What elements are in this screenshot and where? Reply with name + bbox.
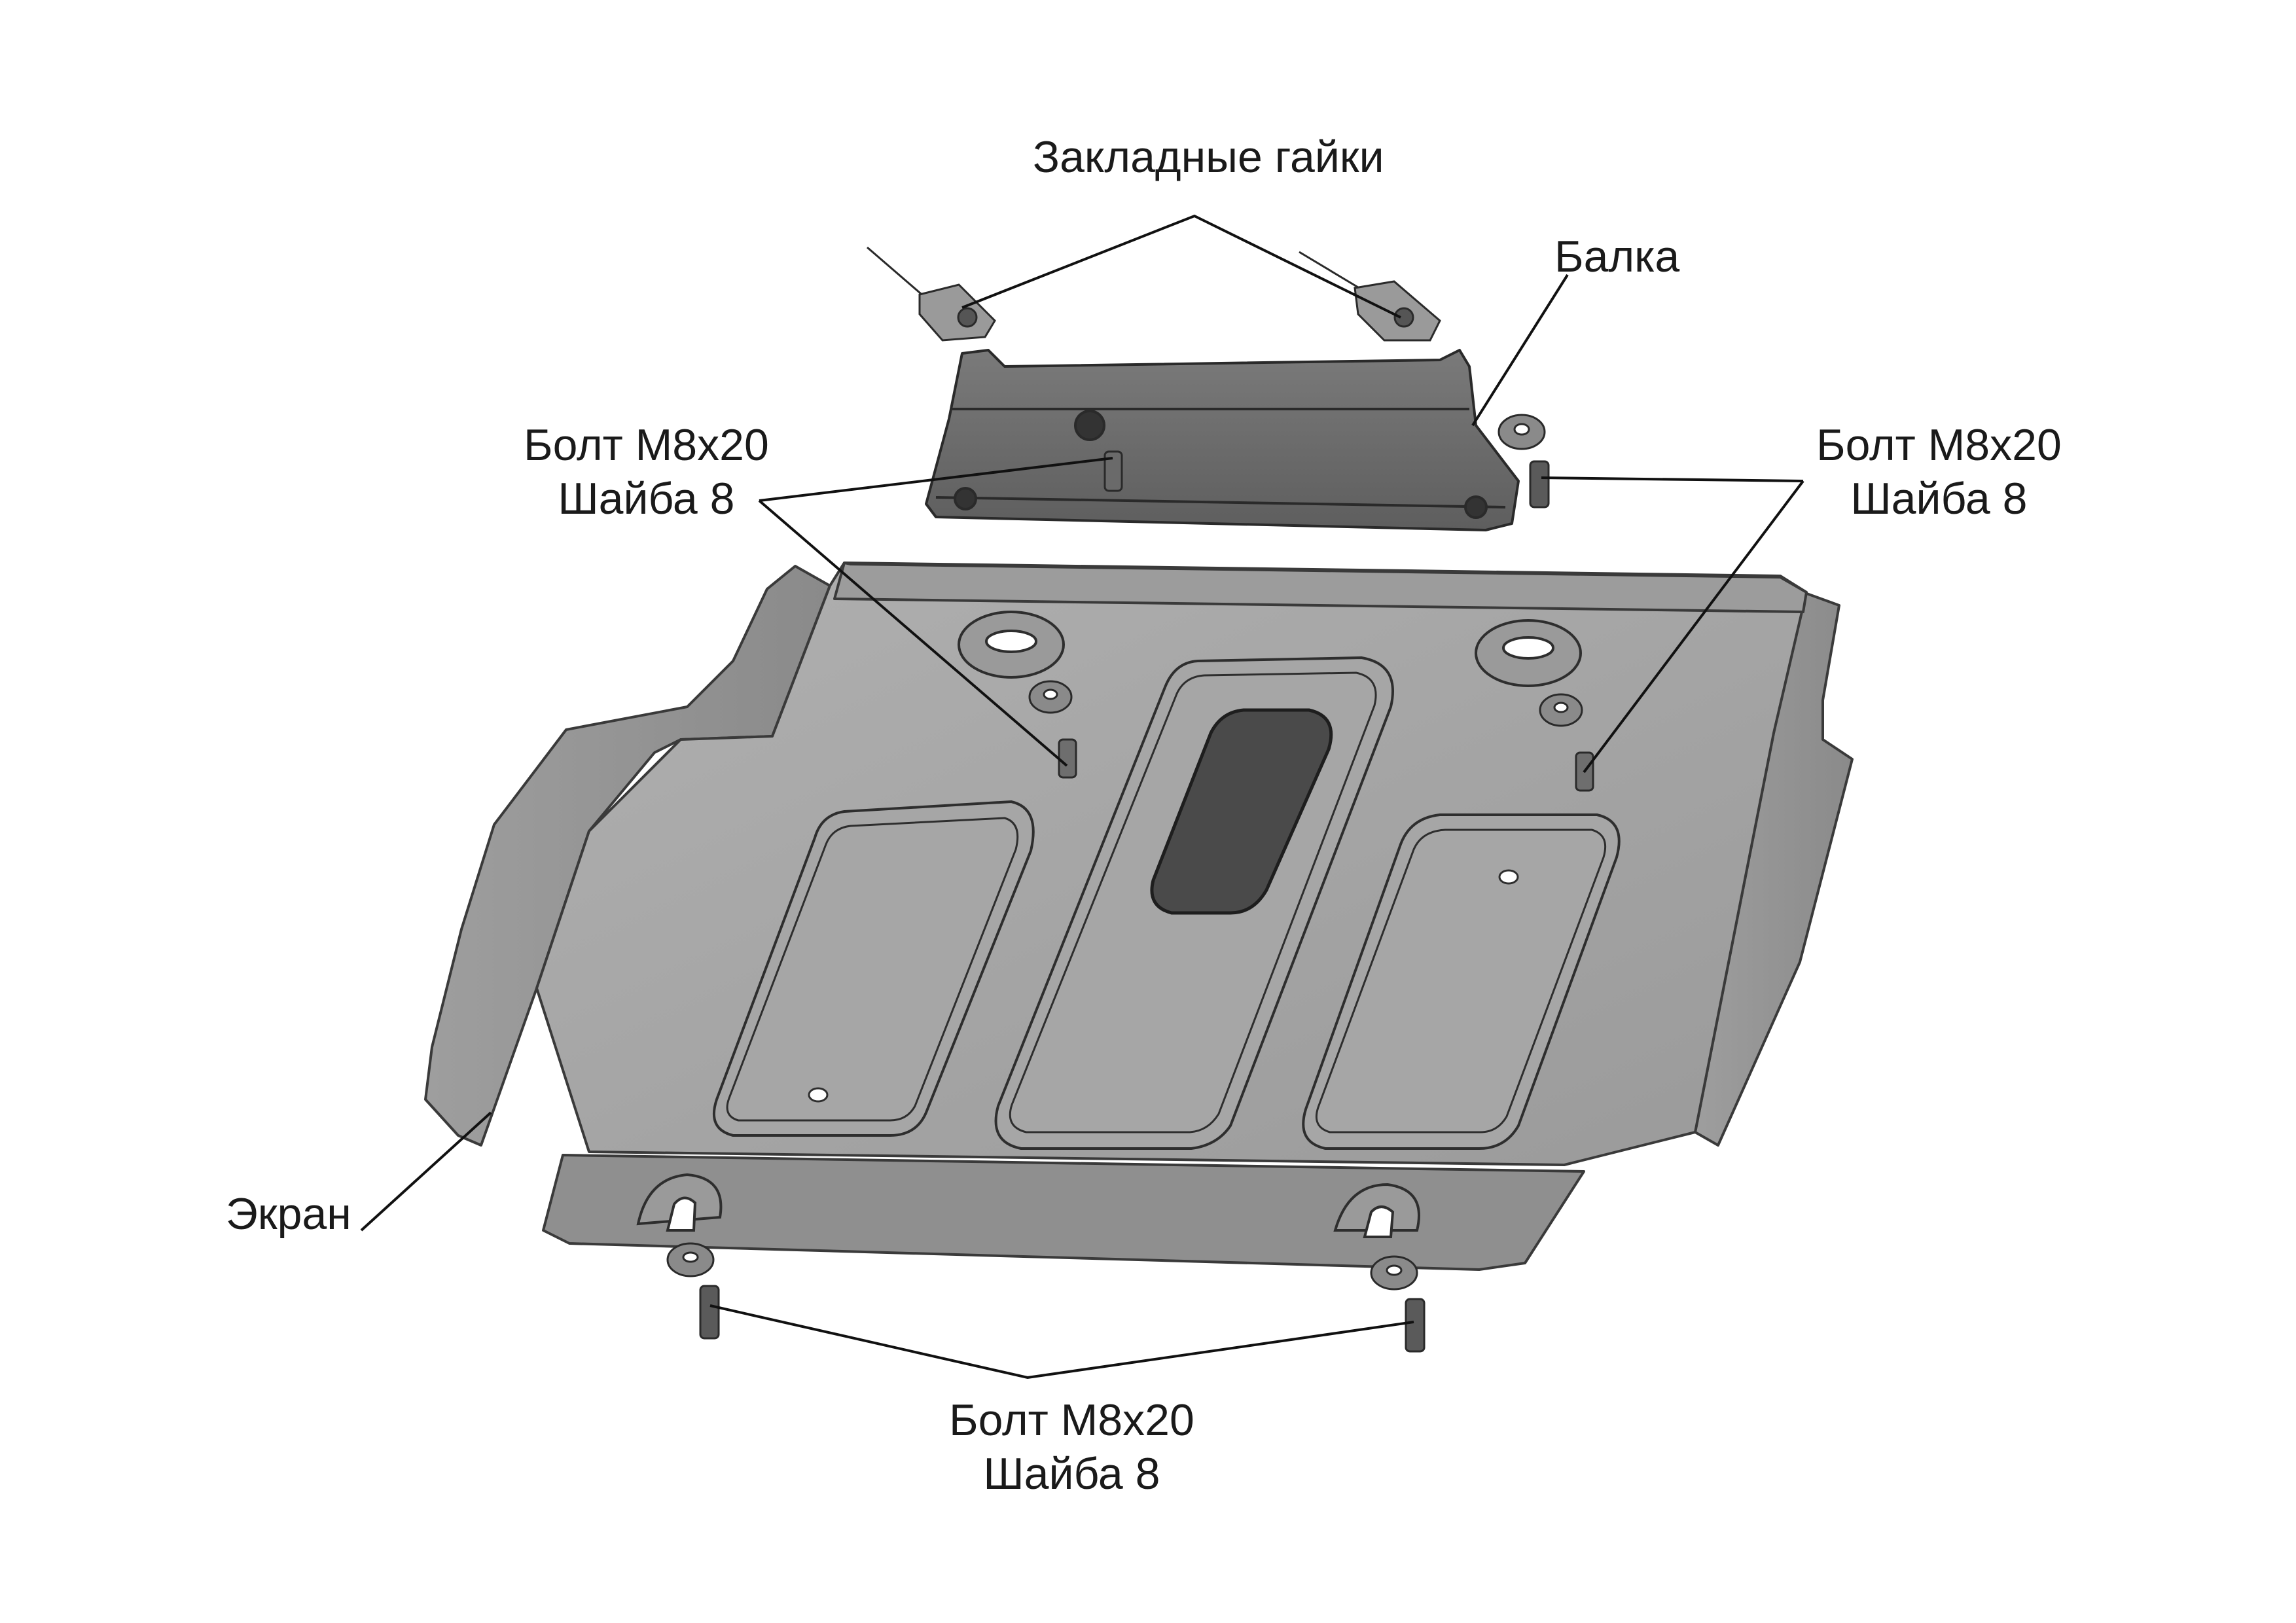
window-left-inner (726, 817, 1019, 1122)
leader-bolt-right-b (1583, 480, 1804, 774)
beam-hole-2 (954, 487, 977, 510)
nut-wire-right (1299, 251, 1365, 293)
label-bolt-right-line2: Шайба 8 (1850, 473, 2028, 524)
label-bolt-bottom: Болт М8х20 Шайба 8 (949, 1394, 1194, 1501)
beam-bottom-edge (935, 496, 1506, 508)
slot-left (985, 630, 1037, 653)
label-bolt-left-line2: Шайба 8 (558, 473, 735, 524)
beam-body (925, 349, 1520, 531)
label-bolt-left-line1: Болт М8х20 (524, 420, 769, 470)
beam (925, 349, 1520, 531)
fasteners (666, 414, 1594, 1353)
leader-bolt-bottom (709, 1304, 1414, 1380)
washer-right-top-hole (1513, 423, 1530, 436)
bolt-beam (1103, 450, 1123, 492)
nut-left-thread (957, 307, 978, 328)
plate-small-holes (808, 869, 1519, 1103)
leader-screen (360, 1111, 492, 1232)
slot-bottom-left-cut (666, 1196, 697, 1232)
slot-bottom-right-cut (1363, 1205, 1395, 1238)
leader-beam (1471, 274, 1569, 427)
leader-bolt-right-a (1541, 476, 1804, 482)
beam-hole-3 (1464, 495, 1488, 519)
label-bolt-left: Болт М8х20 Шайба 8 (524, 419, 769, 526)
nut-plate-left (918, 283, 996, 342)
bolt-bottom-left (699, 1285, 720, 1340)
embedded-nuts (867, 246, 1441, 342)
window-right-inner (1315, 829, 1607, 1133)
plate-windows (713, 656, 1621, 1150)
label-bolt-bottom-line1: Болт М8х20 (949, 1395, 1194, 1445)
label-beam: Балка (1554, 232, 1680, 281)
bolt-right-top (1529, 460, 1550, 508)
washer-plate-left-hole (1043, 688, 1058, 700)
slot-right (1502, 636, 1554, 660)
leader-lines (360, 214, 1804, 1380)
beam-hole-1 (1074, 410, 1105, 441)
washer-bottom-right-hole (1386, 1264, 1403, 1276)
leader-bolt-left-b (758, 499, 1068, 767)
hole-right (1498, 869, 1519, 885)
bolt-bottom-right (1405, 1298, 1426, 1353)
nut-right-thread (1393, 307, 1414, 328)
nut-wire-left (867, 246, 930, 302)
plate-bottom-flange (542, 1154, 1585, 1271)
washer-bottom-left-hole (682, 1251, 699, 1263)
leader-nuts (961, 214, 1401, 319)
window-right (1302, 813, 1621, 1150)
label-bolt-right-line1: Болт М8х20 (1816, 420, 2062, 470)
label-embedded-nuts: Закладные гайки (1033, 132, 1384, 182)
access-hole (1150, 708, 1333, 915)
top-mount-slots (958, 611, 1582, 687)
hole-left (808, 1087, 829, 1103)
washer-plate-right-hole (1553, 702, 1569, 713)
bolt-plate-left (1058, 738, 1077, 779)
label-bolt-bottom-line2: Шайба 8 (983, 1448, 1160, 1499)
label-bolt-right: Болт М8х20 Шайба 8 (1816, 419, 2062, 526)
bottom-slots (636, 1173, 1420, 1238)
label-screen: Экран (226, 1189, 351, 1239)
leader-bolt-left-a (759, 457, 1113, 502)
window-left (713, 800, 1035, 1137)
plate-top-lip (833, 562, 1808, 613)
window-center-inner (1009, 671, 1377, 1133)
